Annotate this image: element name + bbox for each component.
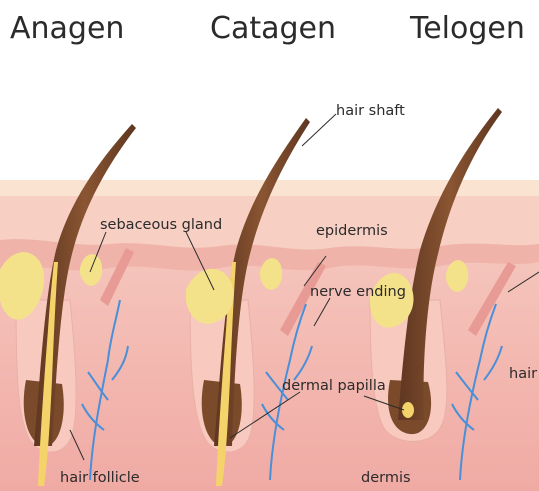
- leader-nerve-ending-2: [303, 255, 327, 287]
- stage-title-anagen: Anagen: [10, 11, 124, 46]
- telogen-arrector: [468, 262, 516, 336]
- anagen-arrector: [100, 248, 134, 306]
- leader-sebaceous-gland-2: [185, 231, 215, 291]
- label-epidermis: epidermis: [316, 223, 388, 239]
- leader-dermal-papilla: [229, 391, 301, 439]
- leader-hair-shaft: [301, 113, 337, 147]
- catagen-gland: [186, 268, 234, 324]
- catagen-structure: [186, 118, 326, 486]
- label-dermis: dermis: [361, 470, 411, 486]
- anagen-core: [38, 262, 58, 486]
- telogen-gland: [370, 272, 414, 328]
- leader-sebaceous-gland: [89, 231, 107, 273]
- catagen-nerve: [261, 303, 313, 481]
- leader-hair-follicle: [69, 429, 85, 461]
- epidermis-layer: [0, 186, 539, 256]
- anagen-structure: [0, 124, 136, 486]
- leader-hair-right: [507, 271, 539, 293]
- leader-nerve-ending: [313, 297, 331, 327]
- epidermis-lower: [0, 239, 539, 271]
- label-hair-cut: hair: [509, 366, 537, 382]
- label-nerve-ending: nerve ending: [310, 284, 406, 300]
- label-sebaceous-gland: sebaceous gland: [100, 217, 222, 233]
- telogen-hair: [398, 108, 502, 420]
- label-hair-shaft: hair shaft: [336, 103, 405, 119]
- telogen-structure: [369, 108, 516, 481]
- catagen-arrector: [280, 262, 326, 336]
- telogen-nerve: [451, 303, 503, 481]
- label-hair-follicle: hair follicle: [60, 470, 140, 486]
- skin-layers: [0, 180, 539, 491]
- catagen-gland-small: [259, 258, 283, 290]
- label-dermal-papilla: dermal papilla: [282, 378, 386, 394]
- leader-dermal-papilla-2: [363, 395, 405, 411]
- anagen-gland: [0, 252, 45, 320]
- stage-title-catagen: Catagen: [210, 11, 336, 46]
- anagen-nerve: [81, 299, 129, 481]
- telogen-gland-small: [445, 260, 469, 292]
- stage-title-telogen: Telogen: [409, 11, 525, 46]
- catagen-core: [216, 262, 236, 486]
- telogen-papilla: [402, 402, 414, 418]
